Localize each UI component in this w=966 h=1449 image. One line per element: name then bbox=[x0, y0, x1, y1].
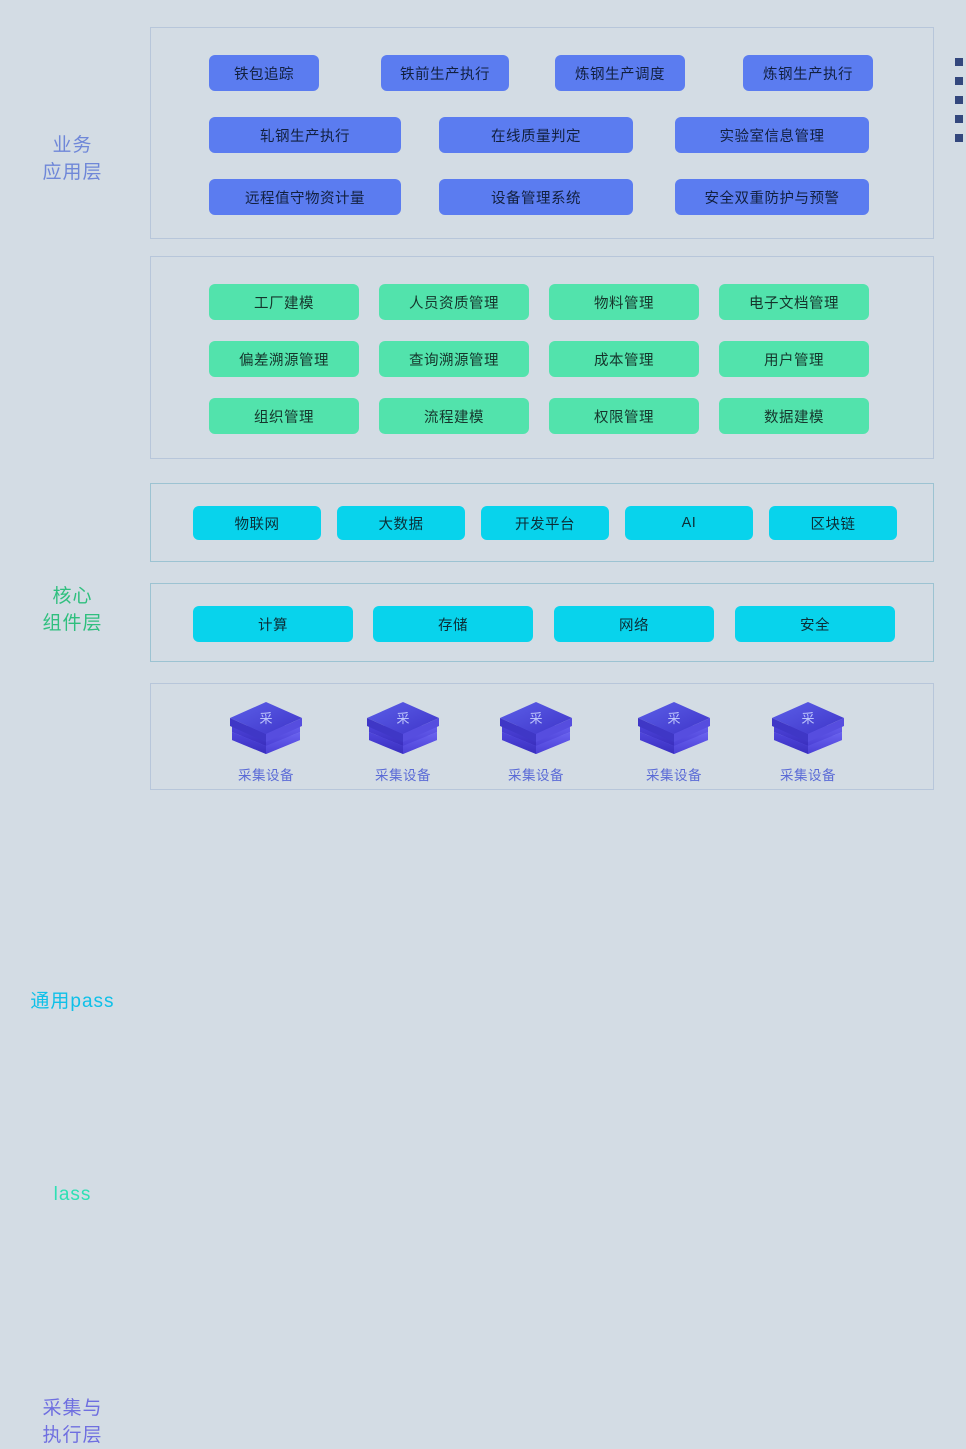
chip-core-1-0[interactable]: 偏差溯源管理 bbox=[209, 341, 359, 377]
panel-collection-execution: 采 采集设备 bbox=[150, 683, 934, 790]
chip-business-1-1[interactable]: 在线质量判定 bbox=[439, 117, 633, 153]
device-collect-0[interactable]: 采 采集设备 bbox=[206, 696, 326, 784]
panel-core-component: 工厂建模 人员资质管理 物料管理 电子文档管理 偏差溯源管理 查询溯源管理 成本… bbox=[150, 256, 934, 459]
chip-core-1-1[interactable]: 查询溯源管理 bbox=[379, 341, 529, 377]
chip-core-2-1[interactable]: 流程建模 bbox=[379, 398, 529, 434]
collection-device-icon: 采 bbox=[494, 696, 578, 758]
layer-core-component: 核心 组件层 工厂建模 人员资质管理 物料管理 电子文档管理 偏差溯源管理 查询… bbox=[0, 256, 966, 634]
chip-core-2-2[interactable]: 权限管理 bbox=[549, 398, 699, 434]
collection-device-icon: 采 bbox=[224, 696, 308, 758]
legend-bullet-icon bbox=[955, 96, 963, 104]
collection-device-icon: 采 bbox=[632, 696, 716, 758]
layer-collection-execution: 采集与 执行层 bbox=[0, 683, 966, 1446]
chip-core-1-3[interactable]: 用户管理 bbox=[719, 341, 869, 377]
chip-paas-2[interactable]: 开发平台 bbox=[481, 506, 609, 540]
chip-business-0-2[interactable]: 炼钢生产调度 bbox=[555, 55, 685, 91]
device-label-0: 采集设备 bbox=[238, 768, 294, 783]
legend-bullet-icon bbox=[955, 115, 963, 123]
layer-business-application: 业务 应用层 铁包追踪 铁前生产执行 炼钢生产调度 炼钢生产执行 轧钢生产执行 … bbox=[0, 27, 966, 239]
svg-text:采: 采 bbox=[529, 712, 542, 727]
chip-iaas-1[interactable]: 存储 bbox=[373, 606, 533, 642]
device-collect-4[interactable]: 采 采集设备 bbox=[748, 696, 868, 784]
device-label-3: 采集设备 bbox=[646, 768, 702, 783]
architecture-diagram: 业务 应用层 铁包追踪 铁前生产执行 炼钢生产调度 炼钢生产执行 轧钢生产执行 … bbox=[0, 27, 966, 1446]
panel-general-paas: 物联网 大数据 开发平台 AI 区块链 bbox=[150, 483, 934, 562]
svg-text:采: 采 bbox=[259, 712, 272, 727]
layer-iaas: lass 计算 存储 网络 安全 bbox=[0, 583, 966, 1205]
chip-core-0-3[interactable]: 电子文档管理 bbox=[719, 284, 869, 320]
layer-label-collection: 采集与 执行层 bbox=[42, 1398, 103, 1446]
chip-iaas-2[interactable]: 网络 bbox=[554, 606, 714, 642]
collection-device-icon: 采 bbox=[361, 696, 445, 758]
chip-business-1-2[interactable]: 实验室信息管理 bbox=[675, 117, 869, 153]
layer-label-paas: 通用pass bbox=[30, 991, 115, 1012]
chip-business-2-2[interactable]: 安全双重防护与预警 bbox=[675, 179, 869, 215]
chip-iaas-0[interactable]: 计算 bbox=[193, 606, 353, 642]
device-label-1: 采集设备 bbox=[375, 768, 431, 783]
layer-label-iaas: lass bbox=[53, 1184, 92, 1205]
chip-core-1-2[interactable]: 成本管理 bbox=[549, 341, 699, 377]
chip-business-0-1[interactable]: 铁前生产执行 bbox=[381, 55, 509, 91]
layer-label-business: 业务 应用层 bbox=[42, 135, 103, 183]
collection-device-icon: 采 bbox=[766, 696, 850, 758]
layer-label-core: 核心 组件层 bbox=[42, 586, 103, 634]
chip-paas-3[interactable]: AI bbox=[625, 506, 753, 540]
chip-core-0-0[interactable]: 工厂建模 bbox=[209, 284, 359, 320]
chip-business-0-0[interactable]: 铁包追踪 bbox=[209, 55, 319, 91]
panel-iaas: 计算 存储 网络 安全 bbox=[150, 583, 934, 662]
legend-bullet-icon bbox=[955, 58, 963, 66]
chip-paas-1[interactable]: 大数据 bbox=[337, 506, 465, 540]
chip-paas-0[interactable]: 物联网 bbox=[193, 506, 321, 540]
svg-text:采: 采 bbox=[667, 712, 680, 727]
chip-business-2-0[interactable]: 远程值守物资计量 bbox=[209, 179, 401, 215]
legend-bullet-icon bbox=[955, 134, 963, 142]
svg-text:采: 采 bbox=[801, 712, 814, 727]
device-label-2: 采集设备 bbox=[508, 768, 564, 783]
device-collect-1[interactable]: 采 采集设备 bbox=[343, 696, 463, 784]
chip-business-2-1[interactable]: 设备管理系统 bbox=[439, 179, 633, 215]
device-collect-2[interactable]: 采 采集设备 bbox=[476, 696, 596, 784]
chip-iaas-3[interactable]: 安全 bbox=[735, 606, 895, 642]
layer-general-paas: 通用pass 物联网 大数据 开发平台 AI 区块链 bbox=[0, 483, 966, 1012]
chip-core-2-3[interactable]: 数据建模 bbox=[719, 398, 869, 434]
chip-business-0-3[interactable]: 炼钢生产执行 bbox=[743, 55, 873, 91]
device-label-4: 采集设备 bbox=[780, 768, 836, 783]
chip-business-1-0[interactable]: 轧钢生产执行 bbox=[209, 117, 401, 153]
chip-core-0-2[interactable]: 物料管理 bbox=[549, 284, 699, 320]
device-collect-3[interactable]: 采 采集设备 bbox=[614, 696, 734, 784]
svg-text:采: 采 bbox=[396, 712, 409, 727]
legend-bullet-icon bbox=[955, 77, 963, 85]
chip-core-0-1[interactable]: 人员资质管理 bbox=[379, 284, 529, 320]
chip-paas-4[interactable]: 区块链 bbox=[769, 506, 897, 540]
panel-business-application: 铁包追踪 铁前生产执行 炼钢生产调度 炼钢生产执行 轧钢生产执行 在线质量判定 … bbox=[150, 27, 934, 239]
chip-core-2-0[interactable]: 组织管理 bbox=[209, 398, 359, 434]
edge-legend-markers bbox=[955, 58, 966, 153]
